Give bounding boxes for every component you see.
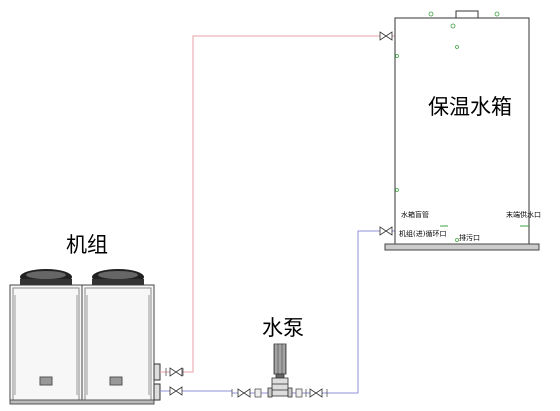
valve-icon	[237, 388, 323, 398]
unit-label: 机组	[66, 233, 108, 257]
pump-label: 水泵	[262, 316, 304, 340]
storage-tank	[384, 10, 540, 251]
tank-label: 保温水箱	[428, 95, 512, 119]
tank-pipe-left-label: 水箱盲管	[401, 211, 429, 219]
valve-icon	[169, 386, 183, 396]
unit-connections	[153, 363, 161, 401]
valve-icon	[379, 31, 393, 41]
valve-icon	[379, 226, 393, 236]
tank-top-fittings	[395, 11, 500, 242]
fitting-icon	[231, 388, 328, 398]
drain-label: 排污口	[459, 234, 480, 242]
heat-pump-unit	[9, 284, 155, 405]
pump-icon	[267, 343, 293, 398]
fan-icon	[92, 269, 144, 285]
tank-pipe-right-label: 末端供水口	[506, 211, 541, 219]
tank-inlet-label: 机组(进)循环口	[399, 230, 447, 238]
fan-icon	[20, 269, 72, 285]
supply-pipe-fittings	[165, 368, 184, 376]
valve-icon	[169, 367, 183, 377]
